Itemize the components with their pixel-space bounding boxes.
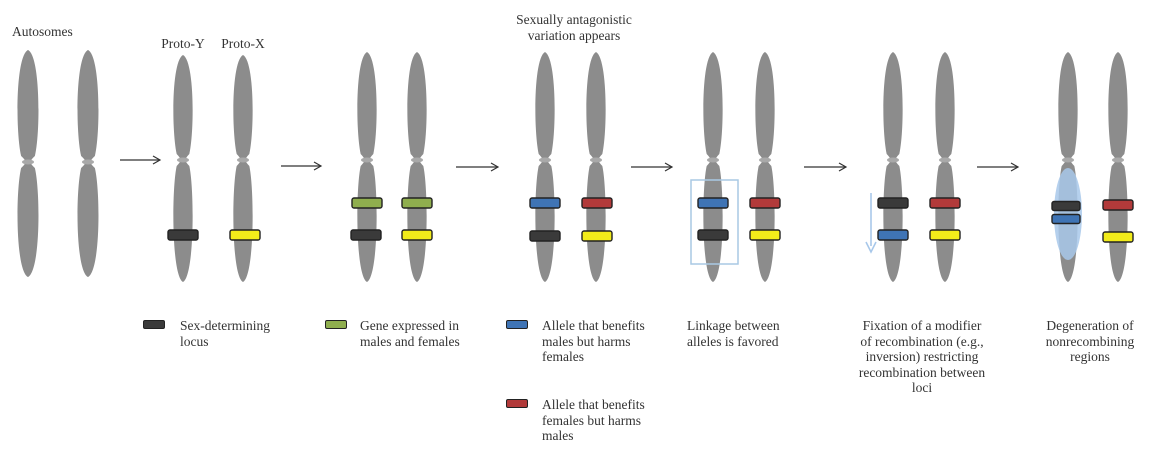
gene-expressed-legend-label: Gene expressed in males and females [360, 318, 495, 349]
stage5-y-chromosome [883, 52, 902, 282]
sex-locus-band-x-6 [1103, 232, 1133, 242]
gene-band-x [402, 198, 432, 208]
sex-locus-x-band [230, 230, 260, 240]
allele-female-swatch [506, 399, 528, 408]
sex-locus-band-y-5 [878, 198, 908, 208]
female-allele-band-3 [582, 198, 612, 208]
female-allele-band-6 [1103, 200, 1133, 210]
sex-locus-band-y-6 [1052, 202, 1080, 211]
stage3-x-chromosome [586, 52, 605, 282]
sex-determining-swatch [143, 320, 165, 329]
allele-male-swatch [506, 320, 528, 329]
degeneration-caption: Degeneration of nonrecombining regions [1030, 318, 1150, 365]
male-allele-band-5 [878, 230, 908, 240]
proto-y-chromosome-centromere [177, 158, 189, 163]
autosomes-label: Autosomes [12, 24, 72, 40]
proto-x-label: Proto-X [210, 36, 276, 52]
sex-locus-band-y-4 [698, 230, 728, 240]
female-allele-band-5 [930, 198, 960, 208]
stage5-x-chromosome [935, 52, 954, 282]
proto-y-label: Proto-Y [150, 36, 216, 52]
allele-female-legend-label: Allele that benefits females but harms m… [542, 397, 682, 444]
autosome-2-centromere [82, 160, 94, 165]
proto-x-chromosome-centromere [237, 158, 249, 163]
sex-locus-band-x-5 [930, 230, 960, 240]
fixation-caption: Fixation of a modifier of recombination … [842, 318, 1002, 396]
gene-band-y [352, 198, 382, 208]
stage4-y-chromosome-centromere [707, 158, 719, 163]
stage4-y-chromosome [703, 52, 722, 282]
sexually-antagonistic-label: Sexually antagonistic variation appears [484, 12, 664, 43]
sex-locus-band-y-2 [351, 230, 381, 240]
stage4-x-chromosome [755, 52, 774, 282]
stage5-x-chromosome-centromere [939, 158, 951, 163]
sex-locus-band-x-3 [582, 231, 612, 241]
gene-expressed-swatch [325, 320, 347, 329]
stage6-x-chromosome-centromere [1112, 158, 1124, 163]
male-allele-band-3 [530, 198, 560, 208]
sex-locus-y-band [168, 230, 198, 240]
stage2-y-chromosome-centromere [361, 158, 373, 163]
arrows-layer [120, 156, 1018, 171]
stage3-y-chromosome [535, 52, 554, 282]
autosome-1-centromere [22, 160, 34, 165]
sex-determining-legend-label: Sex-determining locus [180, 318, 310, 349]
stage2-x-chromosome-centromere [411, 158, 423, 163]
proto-x-chromosome [233, 55, 252, 282]
stage5-y-chromosome-centromere [887, 158, 899, 163]
stage2-y-chromosome [357, 52, 376, 282]
male-allele-band-6 [1052, 215, 1080, 224]
proto-y-chromosome [173, 55, 192, 282]
stage3-x-chromosome-centromere [590, 158, 602, 163]
male-allele-band-4 [698, 198, 728, 208]
stage2-x-chromosome [407, 52, 426, 282]
bands-layer [168, 198, 1133, 242]
sex-locus-band-x-4 [750, 230, 780, 240]
linkage-caption: Linkage between alleles is favored [687, 318, 817, 349]
stage3-y-chromosome-centromere [539, 158, 551, 163]
stage6-y-chromosome-centromere [1062, 158, 1074, 163]
allele-male-legend-label: Allele that benefits males but harms fem… [542, 318, 682, 365]
stage4-x-chromosome-centromere [759, 158, 771, 163]
female-allele-band-4 [750, 198, 780, 208]
sex-locus-band-x-2 [402, 230, 432, 240]
chromosomes-layer [18, 50, 1128, 282]
sex-locus-band-y-3 [530, 231, 560, 241]
stage6-x-chromosome [1108, 52, 1127, 282]
